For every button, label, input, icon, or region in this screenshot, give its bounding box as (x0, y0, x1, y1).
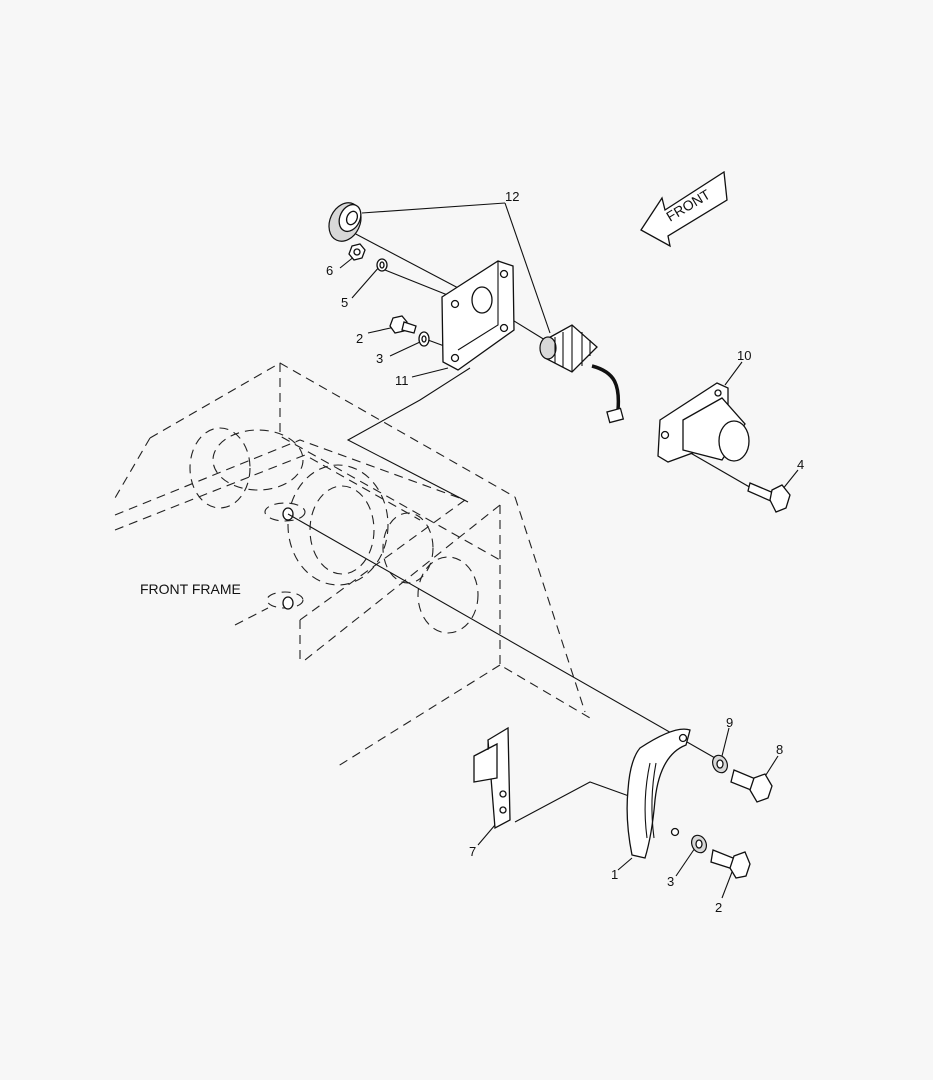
nut-6 (348, 243, 366, 261)
callout-10: 10 (737, 348, 751, 363)
callout-11: 11 (395, 373, 409, 388)
bolt-2-lower (710, 849, 751, 879)
washer-5 (376, 258, 388, 272)
nut-12 (328, 202, 362, 242)
washer-3-lower (691, 834, 707, 854)
plate-7 (473, 726, 511, 830)
callout-5: 5 (341, 295, 348, 310)
arc-bracket-1 (626, 728, 691, 859)
callout-7: 7 (469, 844, 476, 859)
bolt-4 (747, 482, 791, 513)
bolt-2-upper (389, 315, 417, 334)
callout-8: 8 (776, 742, 783, 757)
callout-3-lower: 3 (667, 874, 674, 889)
leader-lines (287, 202, 799, 899)
callout-12: 12 (505, 189, 519, 204)
cover-10 (657, 382, 750, 463)
bracket-11 (441, 260, 515, 371)
callout-3-upper: 3 (376, 351, 383, 366)
bolt-8 (730, 769, 773, 803)
callout-6: 6 (326, 263, 333, 278)
callout-1: 1 (611, 867, 618, 882)
front-frame (114, 362, 591, 769)
callout-9: 9 (726, 715, 733, 730)
frame-label: FRONT FRAME (140, 581, 241, 597)
sensor-12 (539, 324, 625, 424)
callout-4: 4 (797, 457, 804, 472)
washer-3-upper (418, 331, 430, 347)
callout-2-upper: 2 (356, 331, 363, 346)
callout-2-lower: 2 (715, 900, 722, 915)
front-arrow: FRONT (640, 170, 728, 248)
washer-9 (712, 754, 728, 774)
